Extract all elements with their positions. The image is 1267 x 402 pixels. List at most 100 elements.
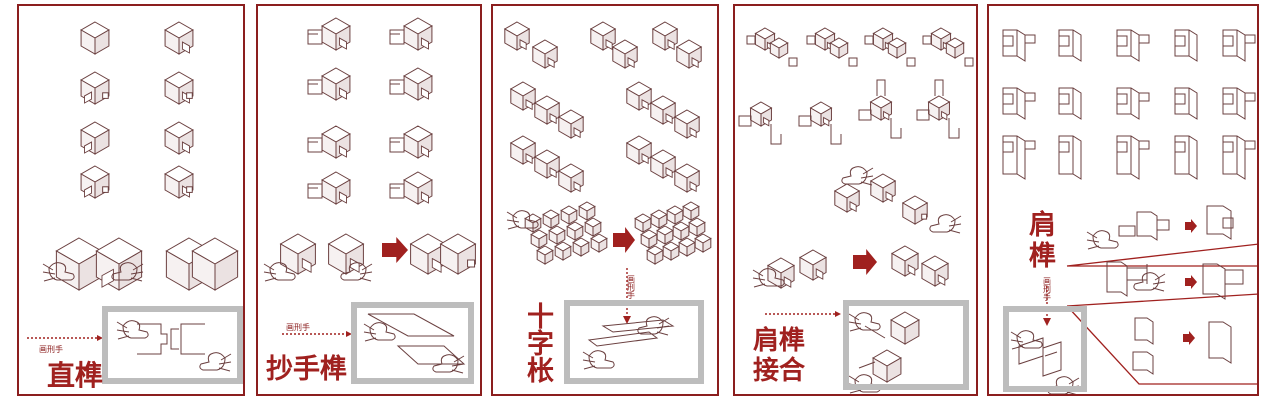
line-art: [876, 79, 886, 96]
panel-straight-tenon: 画刑手 直榫: [17, 4, 245, 396]
cube-icon: [557, 163, 585, 193]
panel-1-title: 直榫: [47, 359, 104, 392]
panel-shoulder-tenon: 画刑手 肩 榫: [987, 4, 1259, 396]
cube-icon: [95, 237, 143, 291]
panel-shoulder-tenon-joint: 肩榫 接合: [733, 4, 978, 396]
line-art: [389, 29, 405, 45]
cube-icon: [833, 183, 861, 213]
cube-icon: [533, 95, 561, 125]
drawing-note: 画刑手: [1043, 277, 1051, 302]
arrow-right-icon: [613, 227, 635, 253]
tenon-block: [1002, 135, 1026, 180]
tenon-block: [1139, 92, 1150, 102]
cube-icon: [542, 209, 560, 229]
tenon-block: [1002, 87, 1026, 120]
line-art: [307, 29, 323, 45]
cube-icon: [625, 135, 653, 165]
cube-icon: [869, 95, 893, 121]
hand-icon: [929, 214, 956, 233]
cube-icon: [649, 95, 677, 125]
arrow-head: [835, 311, 841, 317]
tenon-block: [1058, 135, 1082, 180]
cube-icon: [164, 121, 194, 155]
detail-frame: [564, 300, 704, 384]
line-art: [916, 109, 960, 139]
hand-icon: [359, 263, 373, 282]
cube-icon: [80, 165, 110, 199]
cube-icon: [509, 135, 537, 165]
arrow-head: [97, 335, 103, 341]
cube-icon: [634, 213, 652, 233]
panel-4-illustration: [738, 27, 974, 394]
tenon-block: [1025, 34, 1036, 44]
line-art: [746, 35, 798, 67]
cube-icon: [80, 71, 110, 105]
cube-icon: [584, 217, 602, 237]
line-art: [389, 79, 405, 95]
cube-icon: [578, 201, 596, 221]
panel-2-illustration: [263, 17, 477, 374]
cube-icon: [650, 209, 668, 229]
tenon-block: [1174, 87, 1198, 120]
hand-icon: [848, 313, 862, 332]
line-art: [934, 79, 944, 96]
line-art: [307, 183, 323, 199]
hand-icon: [506, 211, 520, 230]
tenon-block: [1206, 205, 1234, 240]
hand-icon: [363, 323, 377, 342]
line-art: [587, 319, 675, 347]
detail-frame: [843, 300, 969, 390]
cube-icon: [829, 37, 849, 59]
cube-icon: [80, 121, 110, 155]
arrow-right-icon: [1185, 275, 1197, 289]
cube-icon: [530, 229, 548, 249]
cube-icon: [673, 163, 701, 193]
cube-icon: [649, 149, 677, 179]
cube-icon: [678, 237, 696, 257]
detail-frame: [351, 302, 474, 384]
panel-5-title: 肩 榫: [1029, 212, 1056, 270]
title-line: 肩榫: [753, 326, 806, 356]
tenon-block: [1116, 29, 1140, 62]
line-art: [806, 35, 858, 67]
cube-icon: [503, 21, 531, 51]
tenon-block: [1174, 135, 1198, 180]
cube-icon: [694, 233, 712, 253]
line-art: [864, 35, 916, 67]
panel-2-title: 抄手榫: [266, 354, 347, 385]
arrow-right-icon: [382, 237, 408, 263]
tenon-block: [1132, 317, 1154, 375]
arrow-head: [346, 331, 352, 337]
cube-icon: [536, 245, 554, 265]
tenon-block: [1002, 29, 1026, 62]
cube-icon: [672, 221, 690, 241]
cube-icon: [809, 101, 833, 127]
cube-icon: [673, 109, 701, 139]
arrow-head: [623, 316, 631, 324]
tenon-block: [1222, 29, 1246, 62]
title-char: 肩: [1029, 210, 1056, 241]
line-art: [858, 325, 886, 369]
tenon-block: [1058, 87, 1082, 120]
panel-1-illustration: [27, 21, 239, 372]
cube-icon: [560, 205, 578, 225]
tenon-block: [1202, 263, 1244, 300]
panel-cross-stretcher: 画刑手 十 字 枨: [491, 4, 719, 396]
tenon-block: [1208, 321, 1232, 364]
tenon-block: [1139, 34, 1150, 44]
title-char: 榫: [1029, 241, 1056, 272]
cube-icon: [321, 171, 351, 205]
cube-icon: [403, 67, 433, 101]
cube-icon: [872, 349, 902, 383]
cube-icon: [769, 37, 789, 59]
hand-icon: [1086, 231, 1100, 250]
panel-armrest-tenon: 画刑手 抄手榫: [256, 4, 482, 396]
detail-frame: [102, 306, 243, 384]
line-art: [389, 137, 405, 153]
tenon-block: [1245, 34, 1256, 44]
tenon-block: [1245, 140, 1256, 150]
cube-icon: [321, 125, 351, 159]
cube-icon: [439, 233, 477, 275]
tenon-block: [1118, 211, 1170, 241]
cube-icon: [164, 165, 194, 199]
